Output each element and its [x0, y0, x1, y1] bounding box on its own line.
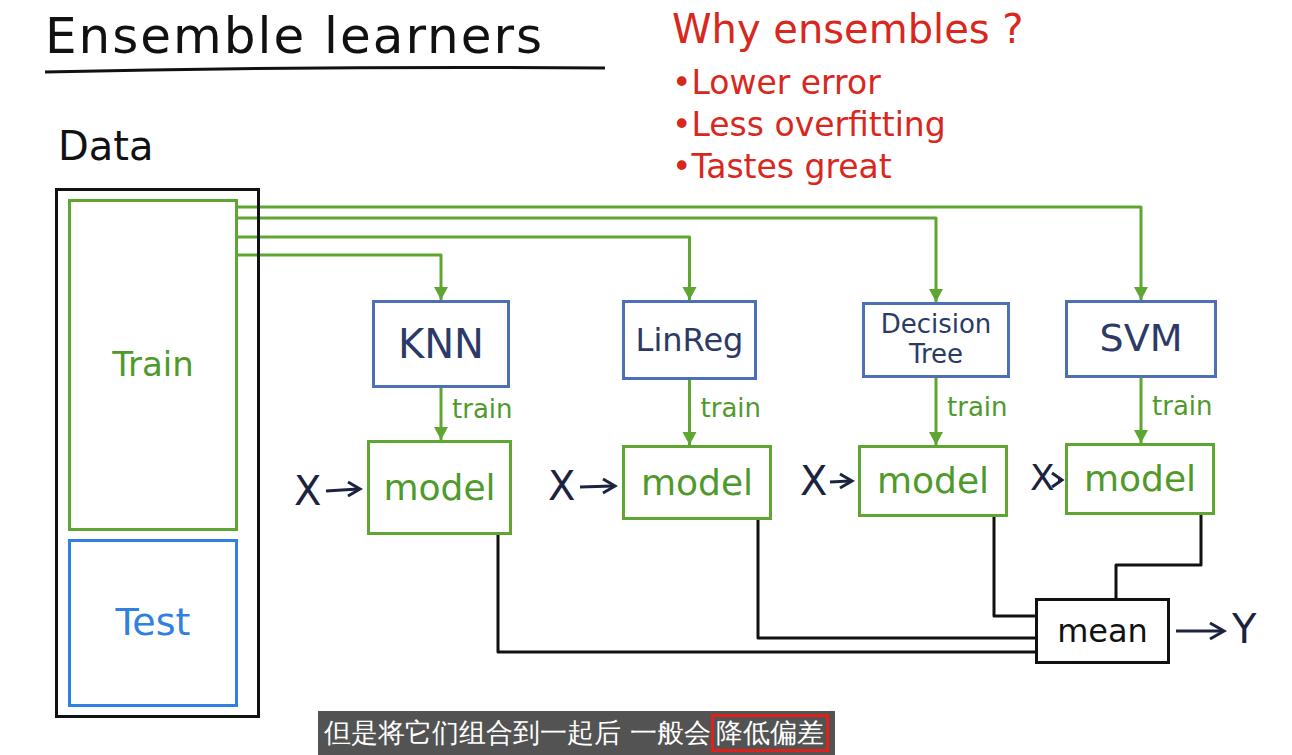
- arrowhead: [1134, 430, 1148, 443]
- model-box: model: [367, 440, 512, 535]
- connector: [238, 218, 943, 302]
- connector-line: [238, 218, 936, 302]
- connector: [238, 207, 1148, 300]
- variable-label: X: [800, 458, 827, 504]
- connector: [238, 255, 448, 300]
- node-label: model: [377, 467, 501, 508]
- model-box: model: [622, 445, 772, 520]
- node-label: SVM: [1094, 317, 1189, 361]
- node-label: model: [1078, 458, 1202, 499]
- node-label: model: [871, 460, 995, 501]
- title: Ensemble learners: [45, 8, 544, 66]
- connector: [1116, 515, 1201, 598]
- variable-label: Y: [1232, 606, 1256, 652]
- algorithm-box: Decision Tree: [862, 302, 1010, 378]
- note-text: •Less overfitting: [672, 106, 946, 144]
- node-label: Train: [106, 345, 200, 384]
- node-label: Decision Tree: [865, 310, 1007, 370]
- subtitle-text: 降低偏差: [711, 714, 829, 752]
- node-label: mean: [1051, 613, 1154, 650]
- connector: [434, 388, 448, 440]
- title-underline: [45, 68, 605, 73]
- node-label: LinReg: [630, 322, 750, 359]
- note-text: Why ensembles ?: [672, 6, 1024, 52]
- connector-line: [238, 255, 441, 300]
- mean-box: mean: [1035, 598, 1170, 664]
- edge-label: train: [698, 394, 765, 424]
- arrowhead: [683, 432, 697, 445]
- variable-label: X: [548, 463, 575, 509]
- algorithm-box: KNN: [372, 300, 510, 388]
- connector-line: [238, 237, 690, 300]
- connector-line: [1116, 515, 1201, 598]
- arrowhead: [929, 289, 943, 302]
- train-box: Train: [68, 199, 238, 531]
- connector-line: [498, 535, 1035, 652]
- connector: [1134, 378, 1148, 443]
- node-label: KNN: [392, 321, 490, 367]
- arrowhead: [929, 432, 943, 445]
- arrowhead: [683, 287, 697, 300]
- edge-label: train: [944, 393, 1011, 423]
- edge-label: train: [449, 395, 516, 425]
- algorithm-box: SVM: [1065, 300, 1217, 378]
- arrowhead: [1134, 287, 1148, 300]
- connector-line: [994, 517, 1035, 616]
- model-box: model: [858, 445, 1008, 517]
- subtitle-band: 但是将它们组合到一起后 一般会降低偏差: [318, 711, 835, 755]
- note-text: •Tastes great: [672, 148, 892, 186]
- connector: [994, 517, 1035, 616]
- connector-line: [238, 207, 1141, 300]
- data-box: DataTrainTest: [55, 188, 260, 718]
- test-box: Test: [68, 539, 238, 707]
- variable-label: X: [294, 468, 321, 514]
- note-text: •Lower error: [672, 64, 881, 102]
- arrowhead: [434, 287, 448, 300]
- connector: [238, 237, 697, 300]
- connector: [498, 535, 1035, 652]
- algorithm-box: LinReg: [622, 300, 757, 380]
- variable-label: X: [1030, 457, 1055, 498]
- edge-label: train: [1149, 392, 1216, 422]
- connector: [683, 380, 697, 445]
- connector: [929, 378, 943, 445]
- node-label: Data: [52, 123, 160, 169]
- node-label: Test: [110, 601, 197, 645]
- model-box: model: [1065, 443, 1215, 515]
- node-label: model: [635, 462, 759, 503]
- subtitle-text: 但是将它们组合到一起后 一般会: [324, 717, 711, 749]
- arrowhead: [434, 427, 448, 440]
